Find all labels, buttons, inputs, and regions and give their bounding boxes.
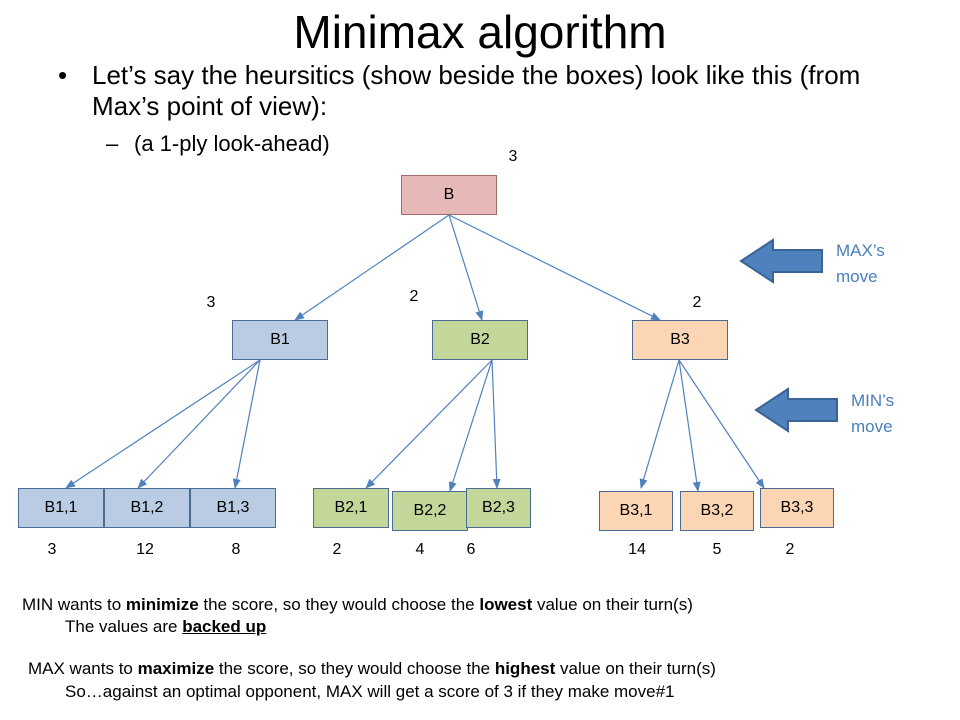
backed-up-keyword: backed up xyxy=(182,617,267,636)
max-note-text-3: value on their turn(s) xyxy=(555,659,716,678)
leaf-value-b3-3: 2 xyxy=(785,541,795,558)
bullet-text: Let’s say the heursitics (show beside th… xyxy=(92,60,861,121)
slide-title: Minimax algorithm xyxy=(293,6,667,58)
node-b3-value: 2 xyxy=(692,294,702,311)
edge-b-b3 xyxy=(448,214,661,321)
leaf-value-b1-2: 12 xyxy=(136,541,154,558)
edge-b3-b33 xyxy=(678,359,765,489)
min-move-label: MIN’s move xyxy=(851,388,894,440)
root-value: 3 xyxy=(508,148,518,165)
node-b2-value: 2 xyxy=(409,288,419,305)
leaf-value-b3-2: 5 xyxy=(712,541,722,558)
max-note-highest: highest xyxy=(494,659,556,678)
min-note-text-3: value on their turn(s) xyxy=(532,595,693,614)
max-note: MAX wants to maximize the score, so they… xyxy=(28,658,716,679)
edge-b-b1 xyxy=(294,214,450,321)
left-arrow-icon xyxy=(754,387,838,433)
min-note: MIN wants to minimize the score, so they… xyxy=(22,594,693,615)
min-note-lowest: lowest xyxy=(479,595,533,614)
edge-b3-b32 xyxy=(678,359,701,492)
node-b1-2: B1,2 xyxy=(104,488,190,528)
edge-b2-b21 xyxy=(365,359,493,489)
leaf-value-b2-3: 6 xyxy=(466,541,476,558)
bullet-marker: • xyxy=(58,60,68,90)
node-b2-2: B2,2 xyxy=(392,491,468,531)
node-b2: B2 xyxy=(432,320,528,360)
max-note-text-1: MAX wants to xyxy=(28,659,138,678)
node-b1-value: 3 xyxy=(206,294,216,311)
conclusion-note: So…against an optimal opponent, MAX will… xyxy=(65,682,675,701)
node-b3-3: B3,3 xyxy=(760,488,834,528)
node-b3: B3 xyxy=(632,320,728,360)
edge-b1-b11 xyxy=(65,359,261,489)
backed-up-text: The values are xyxy=(65,617,183,636)
min-note-text-1: MIN wants to xyxy=(22,595,126,614)
node-b2-1: B2,1 xyxy=(313,488,389,528)
edge-b-b2 xyxy=(448,214,484,321)
leaf-value-b3-1: 14 xyxy=(628,541,646,558)
left-arrow-icon xyxy=(739,238,823,284)
edge-b2-b22 xyxy=(448,359,493,492)
max-move-line1: MAX’s xyxy=(836,241,885,260)
node-b: B xyxy=(401,175,497,215)
sub-bullet-marker: – xyxy=(106,131,119,156)
sub-bullet-text: (a 1-ply look-ahead) xyxy=(134,131,330,156)
node-b1: B1 xyxy=(232,320,328,360)
edge-b1-b13 xyxy=(232,359,261,489)
edge-b2-b23 xyxy=(491,359,501,489)
min-move-line1: MIN’s xyxy=(851,391,895,410)
node-b2-3: B2,3 xyxy=(466,488,531,528)
max-note-text-2: the score, so they would choose the xyxy=(214,659,495,678)
node-b3-2: B3,2 xyxy=(680,491,754,531)
node-b1-3: B1,3 xyxy=(190,488,276,528)
leaf-value-b1-1: 3 xyxy=(47,541,57,558)
edge-b1-b12 xyxy=(137,359,261,489)
min-note-text-2: the score, so they would choose the xyxy=(198,595,480,614)
node-b3-1: B3,1 xyxy=(599,491,673,531)
leaf-value-b2-1: 2 xyxy=(332,541,342,558)
backed-up-note: The values are backed up xyxy=(65,616,266,637)
min-move-line2: move xyxy=(851,417,893,436)
max-move-line2: move xyxy=(836,267,878,286)
max-move-label: MAX’s move xyxy=(836,238,885,290)
leaf-value-b1-3: 8 xyxy=(231,541,241,558)
leaf-value-b2-2: 4 xyxy=(415,541,425,558)
node-b1-1: B1,1 xyxy=(18,488,104,528)
max-note-keyword: maximize xyxy=(137,659,215,678)
min-note-keyword: minimize xyxy=(125,595,199,614)
edge-b3-b31 xyxy=(639,359,680,489)
